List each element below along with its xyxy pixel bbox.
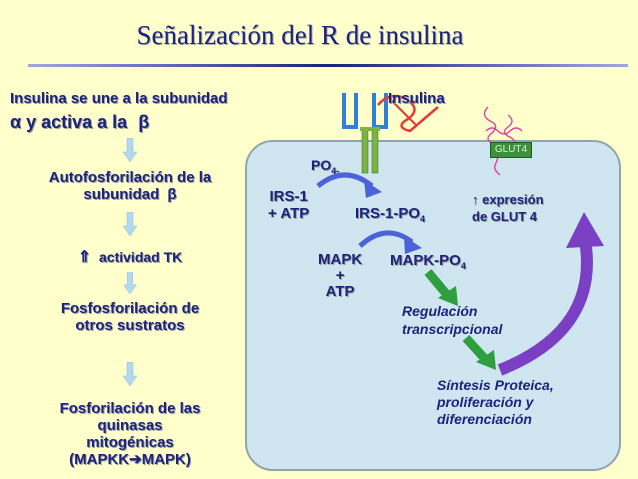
reg-line2: transcripcional <box>402 321 503 337</box>
arrow-to-sintesis-head <box>476 350 496 370</box>
irs1-line2: + ATP <box>268 205 310 222</box>
step-quinasas-mitogenicas: Fosforilación de las quinasas mitogénica… <box>25 400 235 468</box>
insulin-shape <box>377 94 439 133</box>
beta-symbol-2: β <box>167 186 177 203</box>
mapk-atp: MAPK + ATP <box>318 252 362 300</box>
expr-line1: expresión <box>482 192 544 207</box>
title-underline <box>28 64 628 67</box>
arrow-to-sintesis <box>462 334 490 364</box>
irs1-line1: IRS-1 <box>269 188 308 205</box>
step-fosforilacion-sustratos: Fosfosforilación de otros sustratos <box>25 300 235 334</box>
reg-line1: Regulación <box>402 303 478 319</box>
down-arrow-1 <box>123 138 137 162</box>
expr-line2: de GLUT 4 <box>472 209 538 224</box>
step4-line4: (MAPKK <box>69 451 130 468</box>
step-autofosforilacion: Autofosforilación de la subunidad β <box>25 169 235 203</box>
step-actividad-tk: ⇑ actividad TK <box>55 247 205 267</box>
mapk-line2: + <box>335 267 345 284</box>
alpha-symbol: α <box>10 112 22 132</box>
arrow-to-regulacion-head <box>438 286 458 306</box>
arrow-mapk-head <box>404 236 422 254</box>
arrow-to-regulacion <box>424 269 452 299</box>
arrow-irs1-head <box>364 180 382 198</box>
regulacion-transcripcional: Regulación transcripcional <box>402 302 502 338</box>
up-arrow-symbol: ↑ <box>472 192 479 207</box>
sintesis-proteica: Síntesis Proteica, proliferación y difer… <box>437 377 554 428</box>
irs1-po4-sub: 4 <box>420 214 426 224</box>
step4-line3: mitogénicas <box>86 434 174 451</box>
step4-line2: quinasas <box>97 417 163 434</box>
po4-sub: 4- <box>331 165 340 176</box>
right-arrow-symbol: ➔ <box>129 451 142 468</box>
mapk-line1: MAPK <box>318 251 363 268</box>
irs1-po4-text: IRS-1-PO <box>355 205 421 222</box>
expresion-glut4: ↑ expresión de GLUT 4 <box>472 191 544 225</box>
down-arrow-2 <box>123 212 137 236</box>
intro-text: Insulina se une a la subunidad <box>10 90 228 107</box>
po4-label: PO4- <box>311 157 339 176</box>
irs1-atp: IRS-1 + ATP <box>268 188 309 222</box>
sint-line2: proliferación y <box>437 394 534 410</box>
step1-line1: Autofosforilación de la <box>48 169 212 186</box>
up-double-arrow: ⇑ <box>77 249 92 266</box>
step1-line2-wrap: subunidad β <box>25 186 235 203</box>
arrow-to-glut4 <box>497 239 593 376</box>
insulin-shape-2 <box>387 96 417 126</box>
intro-line1: Insulina se une a la subunidad <box>10 90 228 107</box>
sint-line1: Síntesis Proteica, <box>437 377 554 393</box>
step4-line4-wrap: (MAPKK➔MAPK) <box>25 451 235 468</box>
arrow-irs1-phosphorylation <box>316 172 374 188</box>
step3-line1: Fosfosforilación de <box>60 300 200 317</box>
po4-text: PO <box>311 157 332 173</box>
irs1-po4: IRS-1-PO4 <box>355 205 425 224</box>
step4-line1: Fosforilación de las <box>59 400 201 417</box>
glut4-label: GLUT4 <box>490 142 532 158</box>
sint-line3: diferenciación <box>437 411 532 427</box>
intro-text-2: α y activa a la β <box>10 112 149 133</box>
step2-text: actividad TK <box>99 249 183 265</box>
slide-title: Señalización del R de insulina <box>136 20 464 50</box>
receptor-graphic <box>342 93 523 176</box>
step3-line2: otros sustratos <box>75 317 185 334</box>
mapk-po4-sub: 4 <box>460 261 466 271</box>
cell-membrane <box>245 140 621 471</box>
glut4-shape-3 <box>485 127 523 135</box>
mapk-po4: MAPK-PO4 <box>390 252 466 271</box>
arrow-to-glut4-head <box>566 212 604 248</box>
beta-symbol: β <box>138 112 150 132</box>
down-arrow-4 <box>123 362 137 386</box>
step4-line5: MAPK) <box>141 451 191 468</box>
expr-line1-wrap: ↑ expresión <box>472 191 544 208</box>
insulina-label: Insulina <box>388 90 445 107</box>
down-arrow-3 <box>123 272 137 294</box>
receptor-alpha-left <box>342 93 358 129</box>
intro-line2: y activa a la <box>26 112 128 132</box>
mapk-po4-text: MAPK-PO <box>390 252 461 269</box>
receptor-beta-link <box>360 127 380 131</box>
mapk-line3: ATP <box>325 283 355 300</box>
step1-line2: subunidad <box>83 186 160 203</box>
